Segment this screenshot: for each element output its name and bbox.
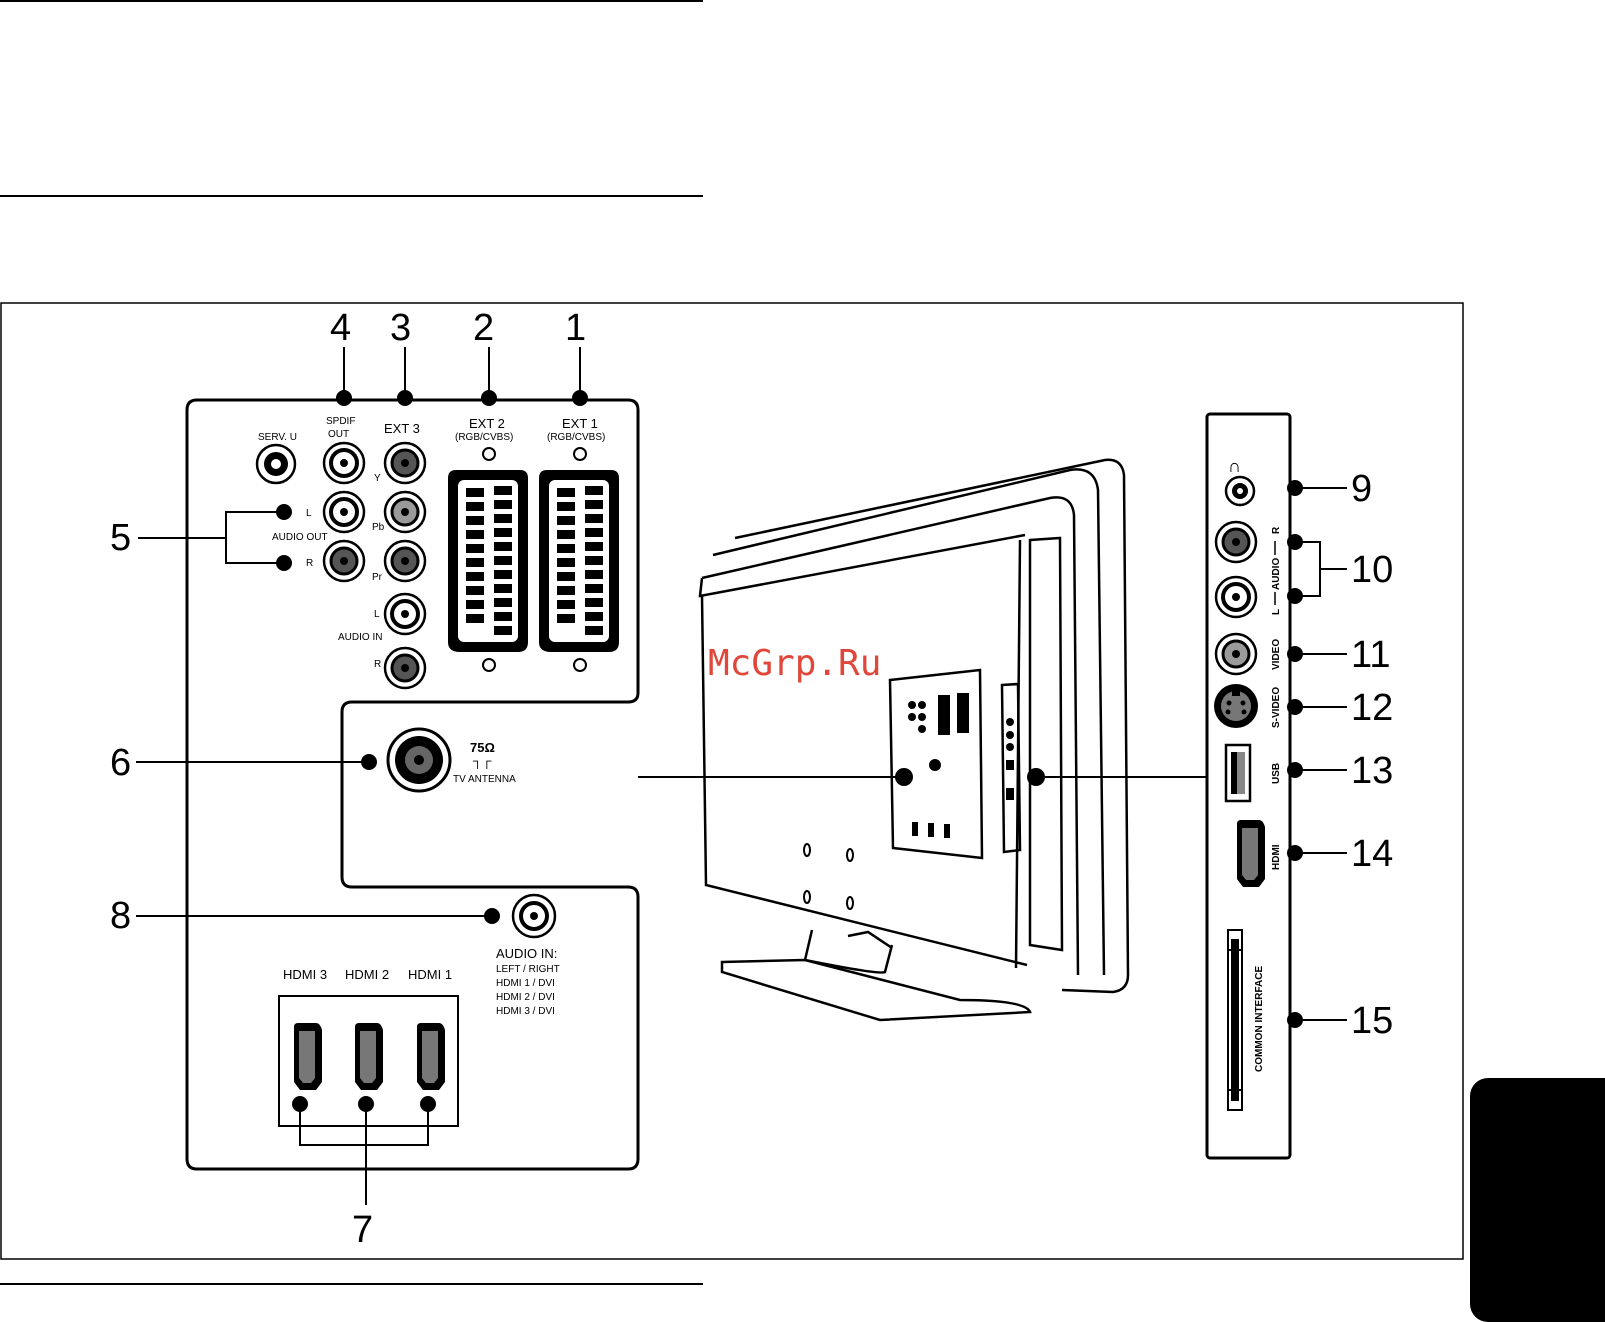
callout-5-dot-r [276,555,292,571]
callout-15: 15 [1351,1000,1393,1042]
hdmi1-label: HDMI 1 [408,967,452,982]
side-callout-leaders [1303,488,1347,1020]
callout-13: 13 [1351,750,1393,792]
ext3-y-jack [385,443,425,483]
tv-antenna-label: TV ANTENNA [453,774,516,785]
side-audio-l-label: L [1271,609,1282,615]
side-usb-label: USB [1271,763,1282,784]
callout-8-dot [484,908,500,924]
audio-in-l-label: L [374,609,380,620]
audio-in-hdmi-line: HDMI 3 / DVI [496,1006,555,1017]
tv-mini-ports [908,693,1014,838]
callout-7-dots [292,1096,436,1112]
spdif-out-jack [324,443,364,483]
audio-in-hdmi-line: HDMI 1 / DVI [496,978,555,989]
audio-in-hdmi-line: LEFT / RIGHT [496,964,560,975]
hdmi3-label: HDMI 3 [283,967,327,982]
tv-antenna-socket [388,729,450,791]
audio-out-l-jack [324,492,364,532]
callout-5-dot-l [276,504,292,520]
tv-illustration [700,460,1128,1020]
audio-in-r-label: R [374,659,381,670]
hdmi2-label: HDMI 2 [345,967,389,982]
callout-2: 2 [473,307,494,349]
side-hdmi-label: HDMI [1271,844,1282,870]
side-svideo-label: S-VIDEO [1271,687,1282,728]
spdif-label: SPDIF [326,416,355,427]
ext1-label: EXT 1 [562,416,598,431]
common-interface-slot [1228,930,1242,1110]
callout-1: 1 [565,307,586,349]
ext3-pr-jack [385,541,425,581]
callout-8: 8 [110,895,131,937]
callout-6-dot [361,754,377,770]
audio-out-r-label: R [306,558,313,569]
callout-leaders-top [344,347,580,395]
side-audio-label: AUDIO [1271,558,1282,590]
audio-out-l-label: L [306,508,312,519]
serv-u-label: SERV. U [258,432,297,443]
ext2-sub-label: (RGB/CVBS) [455,432,513,443]
callout-6: 6 [110,742,131,784]
callout-12: 12 [1351,687,1393,729]
callout-9: 9 [1351,468,1372,510]
callout-11: 11 [1351,634,1390,676]
ext3-label: EXT 3 [384,421,420,436]
side-common-interface-label: COMMON INTERFACE [1254,966,1265,1072]
audio-in-hdmi-jack [513,895,555,937]
rear-panel-locator-dot [895,768,913,786]
spdif-out-label: OUT [328,429,349,440]
audio-in-hdmi-line: HDMI 2 / DVI [496,992,555,1003]
audio-in-label: AUDIO IN [338,632,382,643]
callout-4: 4 [330,307,351,349]
callout-3: 3 [390,307,411,349]
ext2-label: EXT 2 [469,416,505,431]
audio-in-hdmi-title: AUDIO IN: [496,946,557,961]
audio-out-r-jack [324,541,364,581]
side-usb-port [1226,745,1250,801]
callout-5-leader [138,512,280,563]
callout-14: 14 [1351,833,1393,875]
hdmi1-port [417,1023,445,1090]
coax-symbol: ┐┌ [472,753,492,770]
side-video-label: VIDEO [1271,639,1282,670]
callout-dots-top [336,390,588,406]
side-audio-r-jack [1216,522,1256,562]
tv-mount-holes [804,844,853,909]
headphone-icon: ∩ [1228,456,1241,476]
ext3-y-label: Y [374,473,381,484]
audio-in-l-jack [385,594,425,634]
side-svideo-jack [1214,684,1258,728]
ext3-pb-label: Pb [372,522,385,533]
headphone-jack: ∩ [1226,456,1254,505]
ext3-pr-label: Pr [372,572,383,583]
callout-5: 5 [110,517,131,559]
side-audio-l-jack [1216,577,1256,617]
serv-u-jack [257,445,295,483]
ext2-scart-connector [448,448,528,671]
hdmi2-port [355,1023,383,1090]
side-audio-r-label: R [1271,526,1282,534]
side-video-jack [1216,634,1256,674]
ext1-sub-label: (RGB/CVBS) [547,432,605,443]
audio-out-label: AUDIO OUT [272,532,328,543]
hdmi3-port [294,1023,322,1090]
callout-7: 7 [352,1209,373,1251]
side-panel-locator-dot [1027,768,1045,786]
side-hdmi-port [1237,820,1265,887]
ext3-pb-jack [385,492,425,532]
watermark: McGrp.Ru [708,643,881,684]
ext1-scart-connector [539,448,619,671]
audio-in-r-jack [385,648,425,688]
callout-10: 10 [1351,549,1393,591]
